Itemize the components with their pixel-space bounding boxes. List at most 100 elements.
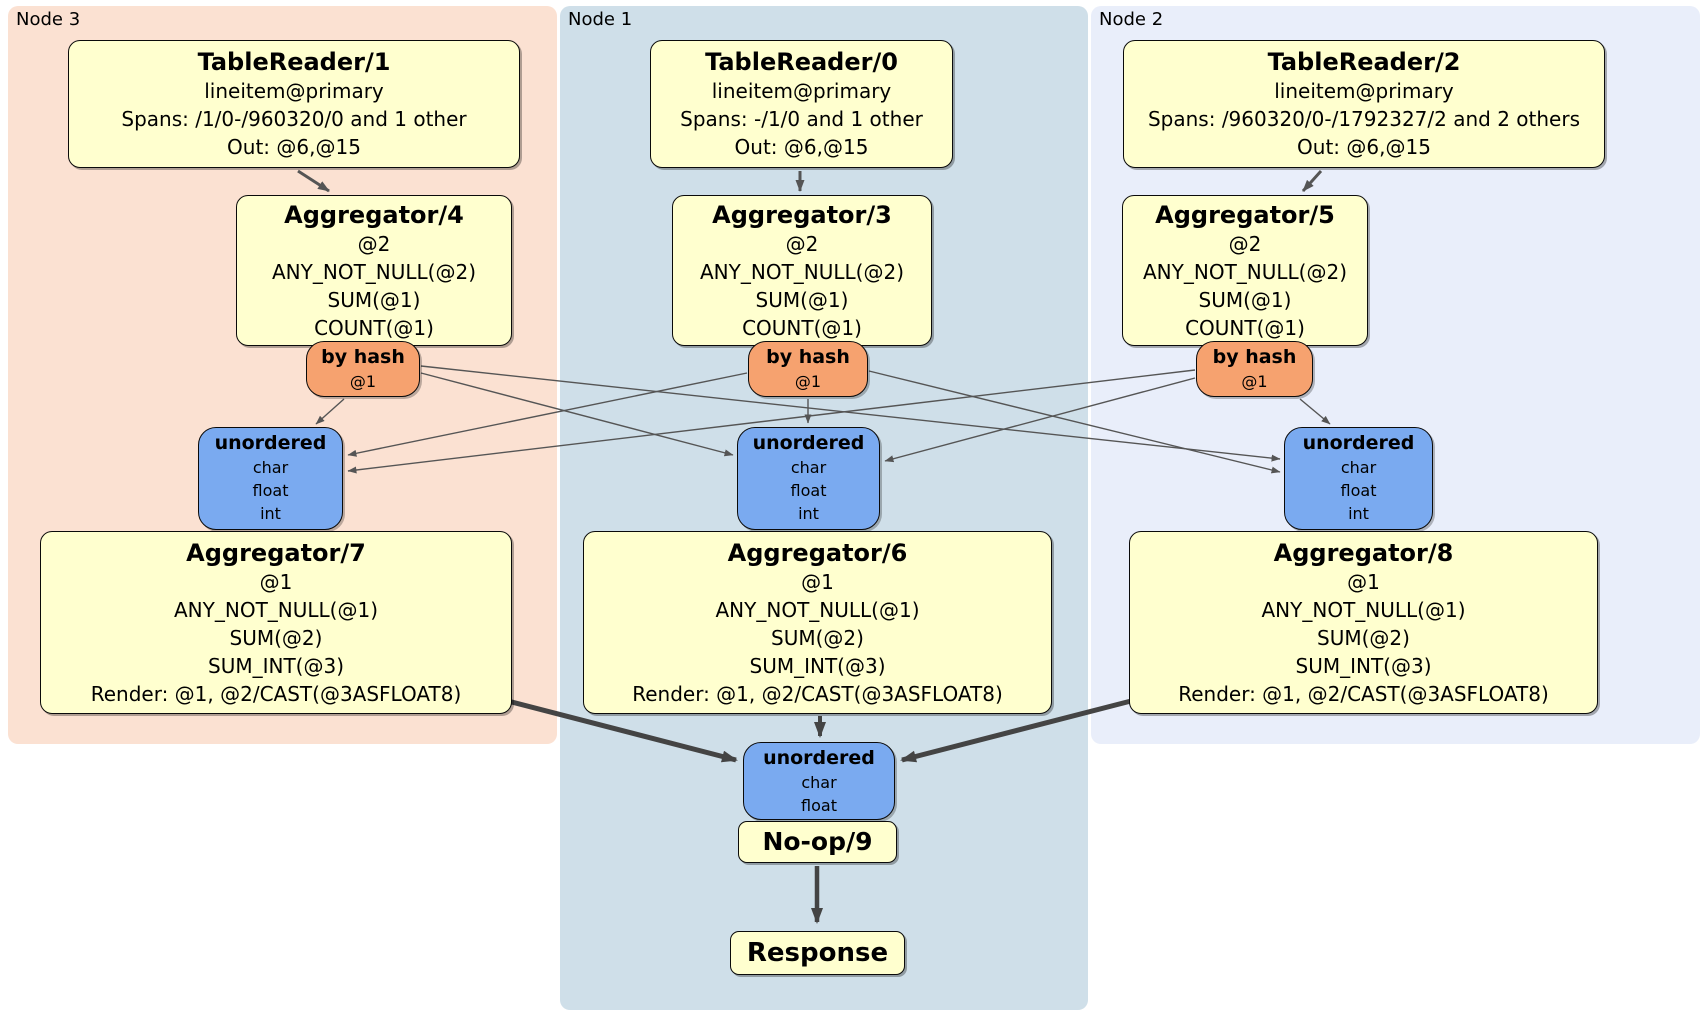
hash-router-node2-key: @1 [1241,372,1268,391]
aggregator-7-title: Aggregator/7 [186,539,366,567]
edge-hash3-to-sync1 [420,372,734,457]
aggregator-3-group: @2 [785,232,819,256]
tablereader-2-title: TableReader/2 [1267,48,1461,76]
unordered-sync-node1: unordered char float int [737,427,880,530]
aggregator-7-group: @1 [259,570,293,594]
edge-hash2-to-sync2 [1299,398,1331,425]
unordered-sync-final-title: unordered [763,747,875,769]
aggregator-7-fn: SUM_INT(@3) [208,654,344,678]
edge-hash1-to-sync2 [868,370,1281,474]
aggregator-5-group: @2 [1228,232,1262,256]
aggregator-5-box: Aggregator/5 @2 ANY_NOT_NULL(@2) SUM(@1)… [1122,195,1368,346]
aggregator-8-fn: ANY_NOT_NULL(@1) [1261,598,1466,622]
unordered-sync-node3-stream: char [252,458,289,477]
tablereader-1-index: lineitem@primary [204,79,384,103]
noop-9-box: No-op/9 [738,821,897,863]
noop-9-title: No-op/9 [762,827,873,856]
hash-router-node2: by hash @1 [1196,341,1313,397]
hash-router-node1: by hash @1 [748,341,868,397]
unordered-sync-final-stream: float [801,796,837,815]
unordered-sync-node2-title: unordered [1302,432,1415,454]
edge-agg7-to-final-sync [507,698,738,763]
unordered-sync-node3-title: unordered [214,432,327,454]
aggregator-5-title: Aggregator/5 [1155,201,1335,229]
aggregator-3-title: Aggregator/3 [712,201,892,229]
edge-hash2-to-sync1 [884,377,1196,463]
hash-router-node2-title: by hash [1212,346,1297,368]
tablereader-0-title: TableReader/0 [705,48,898,76]
tablereader-1-spans: Spans: /1/0-/960320/0 and 1 other [121,107,467,131]
unordered-sync-final-stream: char [801,773,837,792]
tablereader-1-title: TableReader/1 [197,48,391,76]
unordered-sync-node1-stream: int [798,504,819,523]
aggregator-5-fn: SUM(@1) [1198,288,1292,312]
tablereader-1-box: TableReader/1 lineitem@primary Spans: /1… [68,40,520,168]
tablereader-0-out: Out: @6,@15 [734,135,869,159]
tablereader-2-index: lineitem@primary [1274,79,1454,103]
aggregator-6-title: Aggregator/6 [727,539,908,567]
response-box: Response [730,931,905,975]
edge-agg8-to-final-sync [900,698,1132,763]
aggregator-8-box: Aggregator/8 @1 ANY_NOT_NULL(@1) SUM(@2)… [1129,531,1598,714]
edge-hash3-to-sync3 [315,398,345,425]
aggregator-3-fn: ANY_NOT_NULL(@2) [700,260,904,284]
aggregator-4-box: Aggregator/4 @2 ANY_NOT_NULL(@2) SUM(@1)… [236,195,512,346]
aggregator-7-box: Aggregator/7 @1 ANY_NOT_NULL(@1) SUM(@2)… [40,531,512,714]
tablereader-2-out: Out: @6,@15 [1297,135,1431,159]
hash-router-node1-title: by hash [766,346,850,368]
unordered-sync-node2-stream: float [1340,481,1377,500]
hash-router-node3: by hash @1 [306,341,420,397]
unordered-sync-node3-stream: int [260,504,281,523]
aggregator-5-fn: COUNT(@1) [1185,316,1305,340]
aggregator-6-fn: SUM_INT(@3) [749,654,886,678]
tablereader-2-box: TableReader/2 lineitem@primary Spans: /9… [1123,40,1605,168]
node2-label: Node 2 [1099,9,1164,30]
edge-hash3-to-sync2 [420,365,1281,462]
unordered-sync-node2-stream: int [1348,504,1369,523]
tablereader-0-index: lineitem@primary [711,79,892,103]
unordered-sync-node1-stream: float [790,481,827,500]
hash-router-node3-title: by hash [321,346,405,368]
aggregator-7-fn: SUM(@2) [229,626,323,650]
aggregator-8-fn: SUM_INT(@3) [1295,654,1432,678]
aggregator-6-box: Aggregator/6 @1 ANY_NOT_NULL(@1) SUM(@2)… [583,531,1052,714]
tablereader-0-spans: Spans: -/1/0 and 1 other [680,107,923,131]
unordered-sync-node1-title: unordered [752,432,865,454]
unordered-sync-final: unordered char float [743,742,895,820]
aggregator-4-fn: COUNT(@1) [314,316,434,340]
aggregator-3-box: Aggregator/3 @2 ANY_NOT_NULL(@2) SUM(@1)… [672,195,932,346]
aggregator-8-fn: SUM(@2) [1317,626,1410,650]
aggregator-4-group: @2 [357,232,391,256]
node3-label: Node 3 [16,9,81,30]
unordered-sync-node3: unordered char float int [198,427,343,530]
aggregator-6-fn: SUM(@2) [771,626,864,650]
unordered-sync-node1-stream: char [790,458,827,477]
aggregator-4-title: Aggregator/4 [284,201,464,229]
aggregator-6-fn: ANY_NOT_NULL(@1) [715,598,920,622]
aggregator-6-group: @1 [801,570,834,594]
unordered-sync-node2-stream: char [1340,458,1377,477]
unordered-sync-node2: unordered char float int [1284,427,1433,530]
hash-router-node3-key: @1 [349,372,377,391]
hash-router-node1-key: @1 [794,372,822,391]
edge-hash2-to-sync3 [347,369,1196,474]
aggregator-8-group: @1 [1347,570,1380,594]
node1-label: Node 1 [568,9,633,30]
edge-tr2-to-agg5 [1301,169,1323,193]
aggregator-8-render: Render: @1, @2/CAST(@3ASFLOAT8) [1178,682,1549,706]
aggregator-3-fn: COUNT(@1) [742,316,862,340]
edge-tr1-to-agg4 [297,169,330,193]
aggregator-4-fn: ANY_NOT_NULL(@2) [272,260,476,284]
unordered-sync-node3-stream: float [252,481,289,500]
aggregator-7-render: Render: @1, @2/CAST(@3ASFLOAT8) [90,682,462,706]
aggregator-5-fn: ANY_NOT_NULL(@2) [1143,260,1347,284]
tablereader-0-box: TableReader/0 lineitem@primary Spans: -/… [650,40,953,168]
aggregator-4-fn: SUM(@1) [327,288,421,312]
aggregator-3-fn: SUM(@1) [755,288,849,312]
tablereader-2-spans: Spans: /960320/0-/1792327/2 and 2 others [1147,107,1580,131]
response-title: Response [746,938,889,968]
aggregator-6-render: Render: @1, @2/CAST(@3ASFLOAT8) [632,682,1003,706]
aggregator-8-title: Aggregator/8 [1273,539,1454,567]
